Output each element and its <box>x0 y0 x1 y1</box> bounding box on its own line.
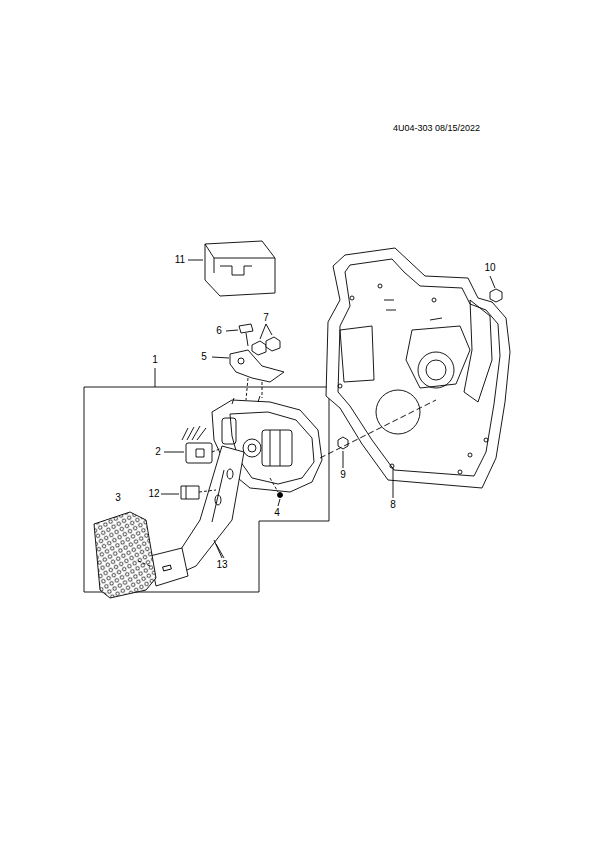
bracket <box>212 350 284 400</box>
callout-number: 10 <box>483 262 496 274</box>
callout-number: 13 <box>215 559 228 571</box>
assembly-line <box>320 400 436 458</box>
nut <box>338 276 502 468</box>
bolt <box>226 324 253 346</box>
callout-number: 8 <box>389 499 397 511</box>
drawing-code: 4U04-303 08/15/2022 <box>392 123 481 134</box>
pedal-plate <box>150 548 188 586</box>
nut <box>252 324 280 355</box>
callout-number: 4 <box>273 507 281 519</box>
pedal-pad <box>94 512 156 598</box>
dash-panel <box>326 248 510 498</box>
bolt <box>270 478 283 506</box>
insulator-block <box>188 241 275 296</box>
switch <box>161 486 216 499</box>
position-sensor <box>164 426 222 463</box>
callout-number: 3 <box>114 492 122 504</box>
callout-number: 12 <box>147 488 160 500</box>
callout-number: 5 <box>200 351 208 363</box>
callout-number: 9 <box>339 469 347 481</box>
leader-line <box>214 540 222 558</box>
leader-line <box>155 368 156 387</box>
callout-number: 1 <box>151 354 159 366</box>
callout-number: 2 <box>154 446 162 458</box>
callout-number: 11 <box>174 254 186 266</box>
callout-number: 7 <box>262 312 270 324</box>
callout-number: 6 <box>215 325 223 337</box>
